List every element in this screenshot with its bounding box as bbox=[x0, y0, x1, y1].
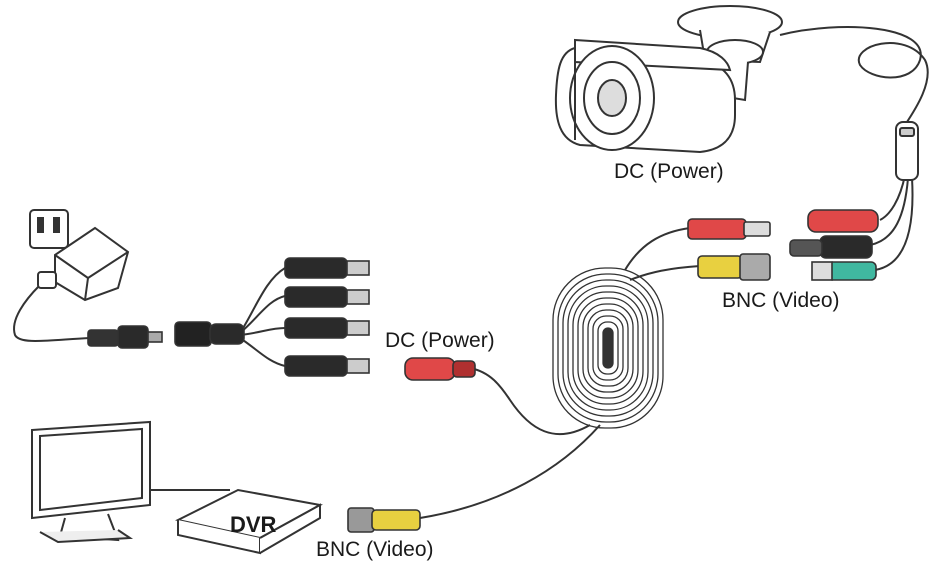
splitter-plug-3 bbox=[284, 317, 370, 339]
bullet-camera bbox=[554, 5, 783, 154]
splitter-branch-4 bbox=[239, 337, 286, 367]
cable-to-dc-female bbox=[469, 367, 591, 435]
ext-cable-red bbox=[624, 227, 691, 271]
adapter-cord bbox=[13, 284, 91, 342]
camera-black-plug bbox=[819, 235, 873, 259]
power-splitter bbox=[174, 257, 370, 377]
splitter-female-head bbox=[174, 321, 212, 347]
dvr-bnc-connector bbox=[347, 507, 421, 533]
pigtail-branch-black bbox=[869, 177, 909, 246]
extension-dc-female bbox=[404, 357, 476, 381]
extension-camera-end bbox=[687, 218, 771, 281]
camera-cable-loop bbox=[779, 26, 929, 126]
camera-video-label: BNC (Video) bbox=[722, 289, 840, 312]
splitter-plug-2 bbox=[284, 286, 370, 308]
power-adapter bbox=[29, 209, 130, 302]
splitter-plug-1 bbox=[284, 257, 370, 279]
splitter-power-label: DC (Power) bbox=[385, 329, 495, 352]
cables bbox=[13, 26, 929, 519]
camera-bnc-green-connector bbox=[827, 261, 877, 281]
splitter-branch-3 bbox=[239, 327, 286, 336]
cable-to-dvr-bnc bbox=[419, 424, 601, 519]
monitor bbox=[31, 420, 151, 544]
camera-pigtail-connectors bbox=[789, 209, 879, 281]
dvr-box bbox=[175, 488, 323, 555]
pigtail-branch-green bbox=[874, 177, 914, 271]
camera-lens-glass bbox=[597, 79, 627, 117]
coiled-extension-cable bbox=[552, 267, 664, 429]
adapter-dc-plug bbox=[87, 325, 163, 349]
splitter-plug-4 bbox=[284, 355, 370, 377]
camera-power-label: DC (Power) bbox=[614, 160, 724, 183]
splitter-branch-1 bbox=[239, 267, 286, 334]
pigtail-junction bbox=[895, 121, 919, 181]
wall-outlet bbox=[29, 209, 69, 249]
splitter-body bbox=[209, 323, 245, 345]
camera-dc-red-connector bbox=[807, 209, 879, 233]
dvr-video-label: BNC (Video) bbox=[316, 538, 434, 561]
ext-cable-yellow bbox=[629, 265, 701, 281]
dvr-label: DVR bbox=[230, 512, 277, 537]
ext-red-dc-plug bbox=[687, 218, 747, 240]
ext-yellow-bnc bbox=[697, 255, 743, 279]
